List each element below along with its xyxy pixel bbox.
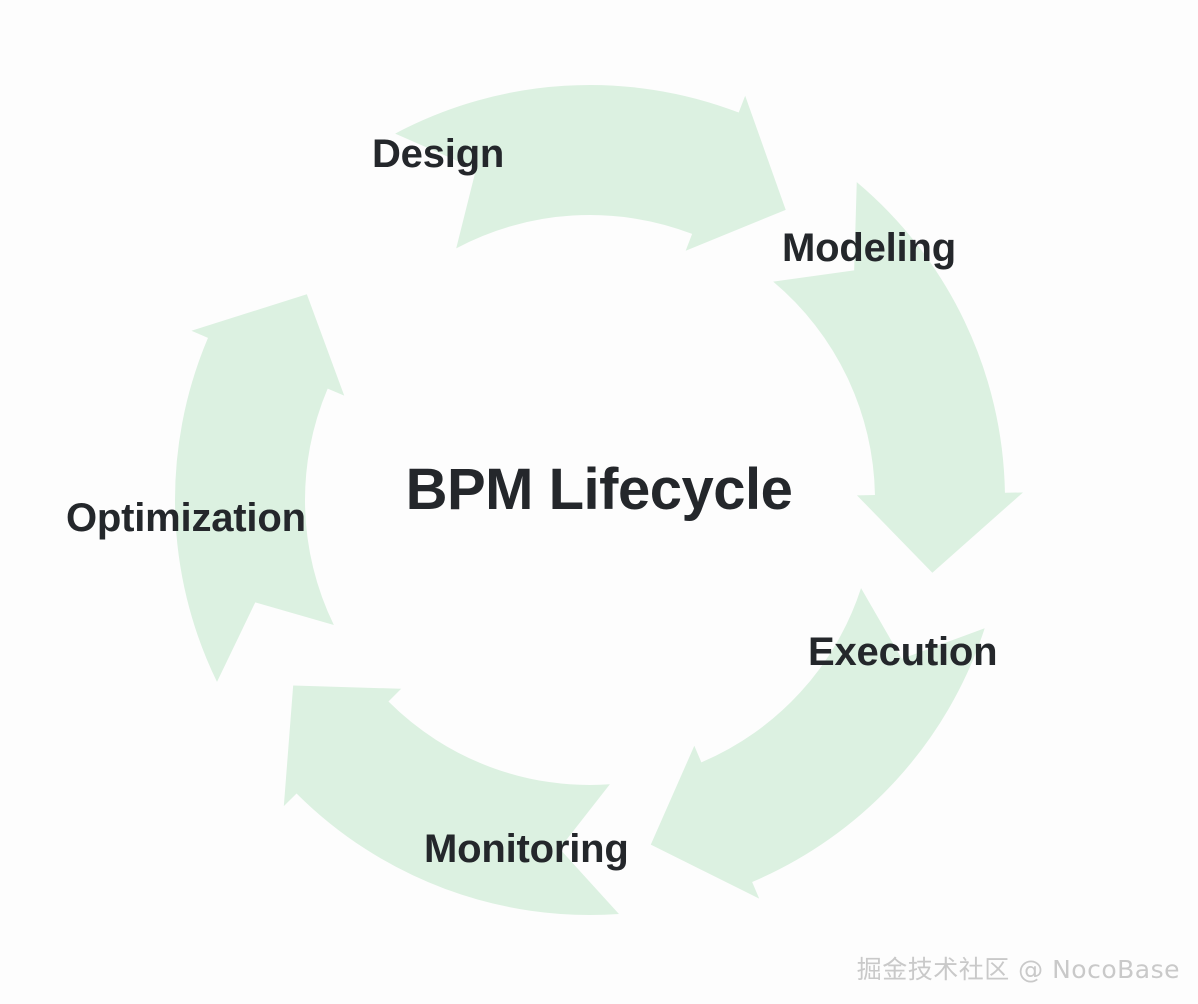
watermark-text: 掘金技术社区 @ NocoBase	[856, 955, 1180, 984]
cycle-segment-optimization	[175, 294, 345, 682]
cycle-segment-modeling	[773, 182, 1023, 573]
stage-label-execution: Execution	[808, 630, 998, 674]
cycle-segment-design	[395, 84, 786, 251]
stage-label-modeling: Modeling	[782, 226, 956, 270]
cycle-segment-execution	[650, 588, 985, 899]
stage-label-design: Design	[372, 132, 505, 176]
stage-label-optimization: Optimization	[66, 496, 306, 540]
diagram-center-title: BPM Lifecycle	[405, 457, 793, 522]
cycle-segment-monitoring	[283, 685, 619, 916]
stage-label-monitoring: Monitoring	[424, 827, 629, 871]
cycle-segments-group	[175, 84, 1023, 916]
